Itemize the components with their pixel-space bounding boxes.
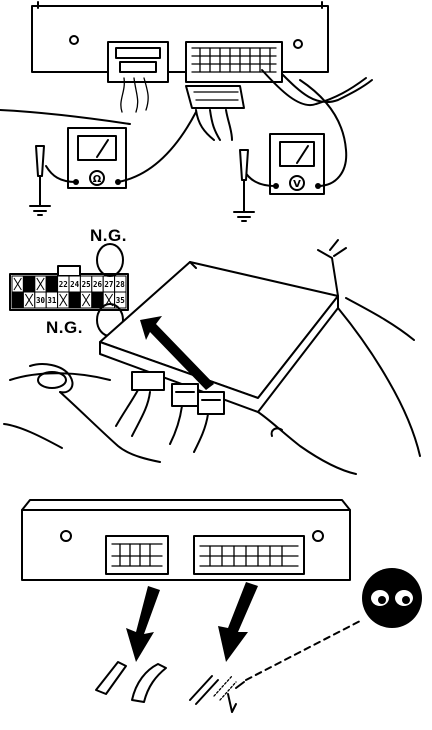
connector-pin-cell (91, 291, 104, 309)
arrow-to-connector (140, 316, 214, 390)
magnify-leader (245, 619, 363, 681)
connector-pin-number: 26 (93, 280, 103, 289)
ecu-connector-16p (105, 535, 169, 575)
connector-pin-number: 24 (70, 280, 80, 289)
magnified-contact (362, 568, 422, 628)
ng-label-upper: N.G. (90, 226, 127, 245)
connector-pin-number: 22 (59, 280, 68, 289)
connector-pin-number: 27 (104, 280, 113, 289)
ecu-body-top (31, 5, 329, 73)
connector-pin-number: 31 (47, 296, 57, 305)
connector-pin-number: 30 (36, 296, 46, 305)
connector-pin-cell (45, 275, 59, 293)
connector-pin-empty (13, 277, 22, 291)
connector-pin-number: 25 (82, 280, 91, 289)
arrow-left-terminal (126, 586, 160, 662)
connector-pin-cell (114, 291, 127, 309)
ng-label-lower: N.G. (46, 318, 83, 337)
harness-plug (185, 85, 245, 109)
arrow-right-terminal (218, 582, 258, 662)
connector-pin-cell (68, 291, 81, 309)
terminal-female-2 (131, 663, 167, 703)
panel-1-meter-test: Ω V (0, 1, 373, 222)
connector-pin-cell (22, 275, 36, 293)
volt-symbol: V (293, 179, 301, 190)
connector-pin-empty (36, 277, 45, 291)
connector-pin-number: 28 (116, 280, 126, 289)
connector-pin-empty (59, 293, 68, 307)
connector-pin-empty (24, 293, 34, 307)
ecu-connector-40p (193, 535, 305, 575)
connector-pin-empty (81, 293, 91, 307)
panel-3-connectors (21, 499, 422, 713)
mount-hole-right (293, 39, 303, 49)
ng-circle-upper (96, 243, 124, 277)
mount-hole-left (69, 35, 79, 45)
connector-pin-number: 35 (116, 296, 125, 305)
ohm-symbol: Ω (93, 174, 102, 185)
terminal-female (95, 661, 127, 695)
connector-pin-cell (11, 291, 24, 309)
